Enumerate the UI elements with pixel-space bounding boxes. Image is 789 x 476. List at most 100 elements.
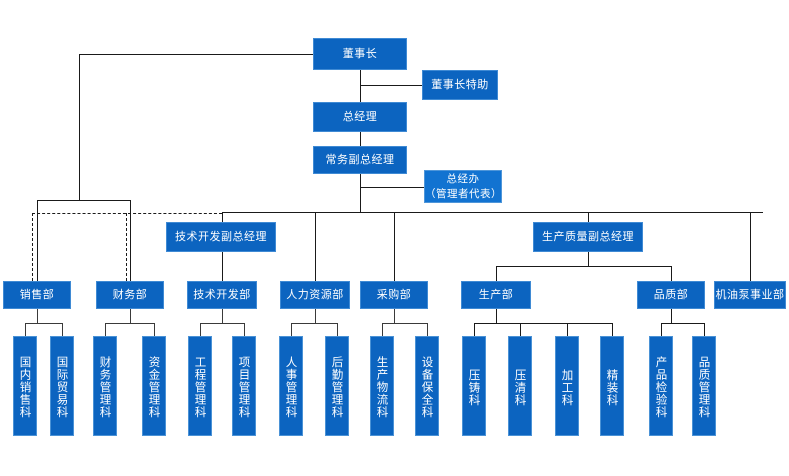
connector-bus-to-dept-purchasing <box>394 212 395 281</box>
connector-drop-engineering-mgmt <box>200 323 201 336</box>
node-production-quality-deputy-gm[interactable]: 生产质量副总经理 <box>533 222 643 252</box>
node-sec-finishing[interactable]: 精装科 <box>600 336 624 436</box>
connector-bus-to-dept-oil-pump <box>750 212 751 281</box>
connector-chairman-to-left-branch <box>79 54 313 55</box>
connector-dept-hr-bar <box>291 323 337 324</box>
node-tech-deputy-gm-label: 技术开发副总经理 <box>175 230 267 243</box>
node-sec-logistics-mgmt-label: 后勤管理科 <box>330 356 345 419</box>
node-sec-deburring[interactable]: 压清科 <box>508 336 532 436</box>
connector-drop-finance <box>130 200 131 281</box>
node-dept-quality-label: 品质部 <box>653 288 689 301</box>
node-dept-oil-pump[interactable]: 机油泵事业部 <box>714 281 786 309</box>
node-sec-finance-mgmt-label: 财务管理科 <box>98 356 113 419</box>
connector-bus-to-dept-hr <box>315 212 316 281</box>
node-chairman-assistant[interactable]: 董事长特助 <box>422 70 498 100</box>
node-chairman[interactable]: 董事长 <box>313 38 407 70</box>
node-sec-quality-mgmt-label: 品质管理科 <box>697 356 712 419</box>
node-sec-production-logistics-label: 生产物流科 <box>375 356 390 419</box>
connector-drop-project-mgmt <box>244 323 245 336</box>
connector-dept-quality-stem <box>671 309 672 323</box>
node-sec-production-logistics[interactable]: 生产物流科 <box>370 336 394 436</box>
connector-dept-quality-bar <box>661 323 704 324</box>
connector-chairman-left-drop <box>79 54 80 200</box>
node-sec-engineering-mgmt[interactable]: 工程管理科 <box>188 336 212 436</box>
node-sec-die-casting-label: 压铸科 <box>467 368 482 407</box>
node-production-quality-deputy-gm-label: 生产质量副总经理 <box>542 230 634 243</box>
connector-drop-dept-quality <box>671 266 672 281</box>
node-sec-product-inspection[interactable]: 产品检验科 <box>649 336 673 436</box>
connector-drop-logistics-mgmt <box>337 323 338 336</box>
connector-drop-quality-mgmt <box>704 323 705 336</box>
connector-pq-deputy-bar <box>496 266 671 267</box>
connector-dept-hr-stem <box>315 309 316 323</box>
node-dept-hr[interactable]: 人力资源部 <box>280 281 350 309</box>
connector-drop-finance-mgmt <box>105 323 106 336</box>
node-dept-production-label: 生产部 <box>478 288 514 301</box>
node-sec-fund-mgmt-label: 资金管理科 <box>147 356 162 419</box>
connector-bus-to-tech-deputy <box>222 212 223 222</box>
connector-drop-sales <box>37 200 38 281</box>
node-dept-production[interactable]: 生产部 <box>461 281 531 309</box>
connector-dept-purchasing-bar <box>382 323 427 324</box>
connector-dept-finance-bar <box>105 323 154 324</box>
connector-dept-finance-stem <box>130 309 131 323</box>
connector-dept-tech-stem <box>222 309 223 323</box>
connector-dept-sales-stem <box>37 309 38 323</box>
connector-drop-international-trade <box>62 323 63 336</box>
connector-gm-to-executive-deputy <box>360 132 361 146</box>
connector-drop-equipment-maint <box>427 323 428 336</box>
node-sec-fund-mgmt[interactable]: 资金管理科 <box>142 336 166 436</box>
connector-drop-deburring <box>520 323 521 336</box>
node-gm-office[interactable]: 总经办 （管理者代表） <box>424 170 502 203</box>
node-sec-project-mgmt[interactable]: 项目管理科 <box>232 336 256 436</box>
node-sec-engineering-mgmt-label: 工程管理科 <box>193 356 208 419</box>
node-sec-finance-mgmt[interactable]: 财务管理科 <box>93 336 117 436</box>
connector-drop-domestic-sales <box>25 323 26 336</box>
node-sec-project-mgmt-label: 项目管理科 <box>237 356 252 419</box>
connector-chairman-to-gm <box>360 70 361 102</box>
node-dept-tech[interactable]: 技术开发部 <box>187 281 257 309</box>
node-executive-deputy-gm[interactable]: 常务副总经理 <box>313 146 407 174</box>
node-chairman-label: 董事长 <box>342 47 378 60</box>
connector-drop-personnel-mgmt <box>291 323 292 336</box>
node-sec-machining[interactable]: 加工科 <box>555 336 579 436</box>
connector-drop-machining <box>567 323 568 336</box>
node-dept-oil-pump-label: 机油泵事业部 <box>715 288 785 301</box>
node-dept-tech-label: 技术开发部 <box>193 288 251 301</box>
node-sec-international-trade[interactable]: 国际贸易科 <box>50 336 74 436</box>
node-sec-equipment-maint[interactable]: 设备保全科 <box>415 336 439 436</box>
connector-bus-to-pq-deputy <box>588 212 589 222</box>
connector-left-branch-bar <box>37 200 130 201</box>
connector-gm-stem-to-assistant <box>360 85 422 86</box>
node-dept-sales[interactable]: 销售部 <box>3 281 71 309</box>
node-executive-deputy-gm-label: 常务副总经理 <box>325 153 395 166</box>
connector-drop-finishing <box>612 323 613 336</box>
node-sec-personnel-mgmt[interactable]: 人事管理科 <box>279 336 303 436</box>
node-dept-finance[interactable]: 财务部 <box>96 281 164 309</box>
node-sec-machining-label: 加工科 <box>560 368 575 407</box>
node-sec-domestic-sales[interactable]: 国内销售科 <box>13 336 37 436</box>
connector-dept-production-stem <box>496 309 497 323</box>
node-sec-logistics-mgmt[interactable]: 后勤管理科 <box>325 336 349 436</box>
node-tech-deputy-gm[interactable]: 技术开发副总经理 <box>166 222 276 252</box>
node-sec-quality-mgmt[interactable]: 品质管理科 <box>692 336 716 436</box>
connector-drop-die-casting <box>474 323 475 336</box>
node-general-manager[interactable]: 总经理 <box>313 102 407 132</box>
node-general-manager-label: 总经理 <box>342 110 378 123</box>
connector-drop-fund-mgmt <box>154 323 155 336</box>
node-sec-domestic-sales-label: 国内销售科 <box>18 356 33 419</box>
connector-drop-product-inspection <box>661 323 662 336</box>
node-sec-die-casting[interactable]: 压铸科 <box>462 336 486 436</box>
node-sec-international-trade-label: 国际贸易科 <box>55 356 70 419</box>
node-chairman-assistant-label: 董事长特助 <box>431 78 489 91</box>
node-dept-purchasing[interactable]: 采购部 <box>360 281 428 309</box>
node-dept-quality[interactable]: 品质部 <box>637 281 705 309</box>
node-sec-equipment-maint-label: 设备保全科 <box>420 356 435 419</box>
connector-dept-production-bar <box>474 323 612 324</box>
connector-drop-dept-production <box>496 266 497 281</box>
connector-dashed-drop-sales <box>32 213 33 281</box>
node-sec-deburring-label: 压清科 <box>513 368 528 407</box>
node-gm-office-label-line2: （管理者代表） <box>425 187 502 200</box>
connector-tech-deputy-to-dept-tech <box>222 252 223 281</box>
